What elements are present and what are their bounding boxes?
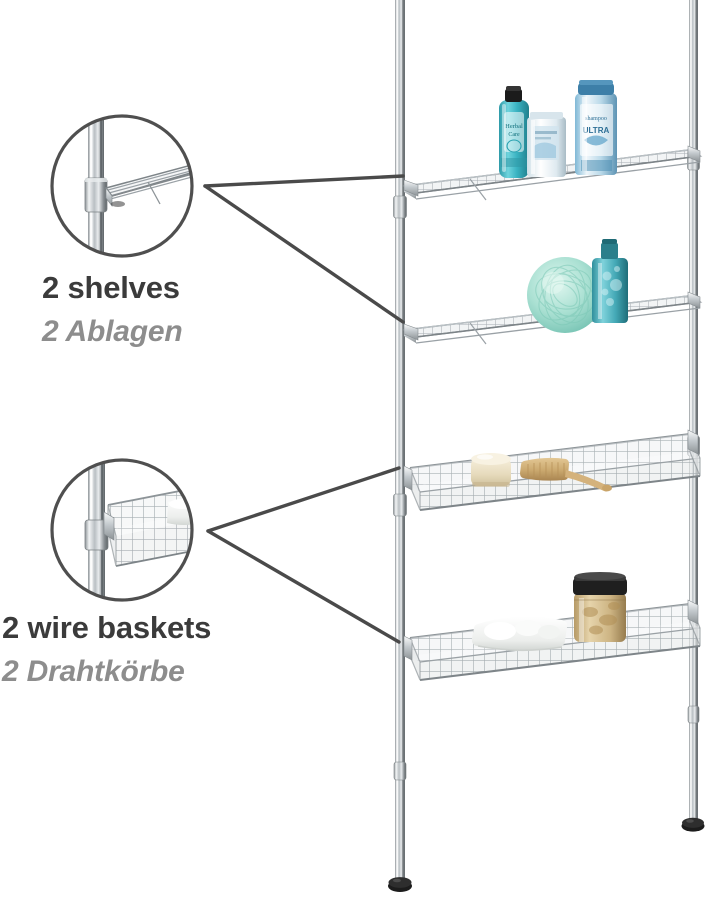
shelf-2 (401, 239, 703, 345)
basket-2 (403, 572, 701, 681)
item-teal-bodywash-bottle (592, 239, 628, 323)
item-cream-soap-bar (471, 453, 511, 487)
callout-baskets-label-de: 2 Drahtkörbe (2, 654, 185, 688)
pointer-shelf-1 (203, 174, 405, 188)
pointer-lines-baskets (206, 466, 401, 644)
callout-shelves-label-de: 2 Ablagen (42, 314, 183, 348)
callout-label-shelves: 2 shelves 2 Ablagen (42, 270, 183, 348)
svg-text:Care: Care (508, 132, 520, 138)
callout-circle-baskets (50, 458, 194, 602)
callout-label-baskets: 2 wire baskets 2 Drahtkörbe (2, 610, 212, 688)
item-teal-shampoo-bottle: Herbal Care (499, 86, 529, 178)
foot-left (388, 877, 412, 892)
callout-circle-shelves (50, 114, 194, 258)
item-blue-conditioner-bottle: shampoo ULTRA (575, 80, 617, 175)
foot-right (681, 817, 705, 832)
pole-right (687, 0, 700, 820)
item-white-soap-dish (471, 616, 568, 652)
callout-shelves-label-en: 2 shelves (42, 270, 180, 305)
item-white-cream-tube (527, 112, 566, 177)
svg-text:ULTRA: ULTRA (583, 126, 610, 135)
item-mint-bath-pouf (527, 257, 603, 333)
shelf-1: Herbal Care shampoo (401, 80, 703, 201)
basket-1 (403, 429, 701, 511)
pole-left (393, 0, 407, 880)
pointer-lines-shelves (203, 174, 405, 324)
item-wooden-bath-brush (520, 457, 612, 492)
pointer-basket-2 (206, 529, 401, 644)
svg-text:shampoo: shampoo (585, 116, 607, 122)
callout-baskets-label-en: 2 wire baskets (2, 610, 212, 645)
pointer-shelf-2 (203, 184, 405, 324)
svg-text:Herbal: Herbal (505, 123, 523, 130)
pointer-basket-1 (206, 466, 401, 533)
item-glass-jar (573, 572, 627, 642)
